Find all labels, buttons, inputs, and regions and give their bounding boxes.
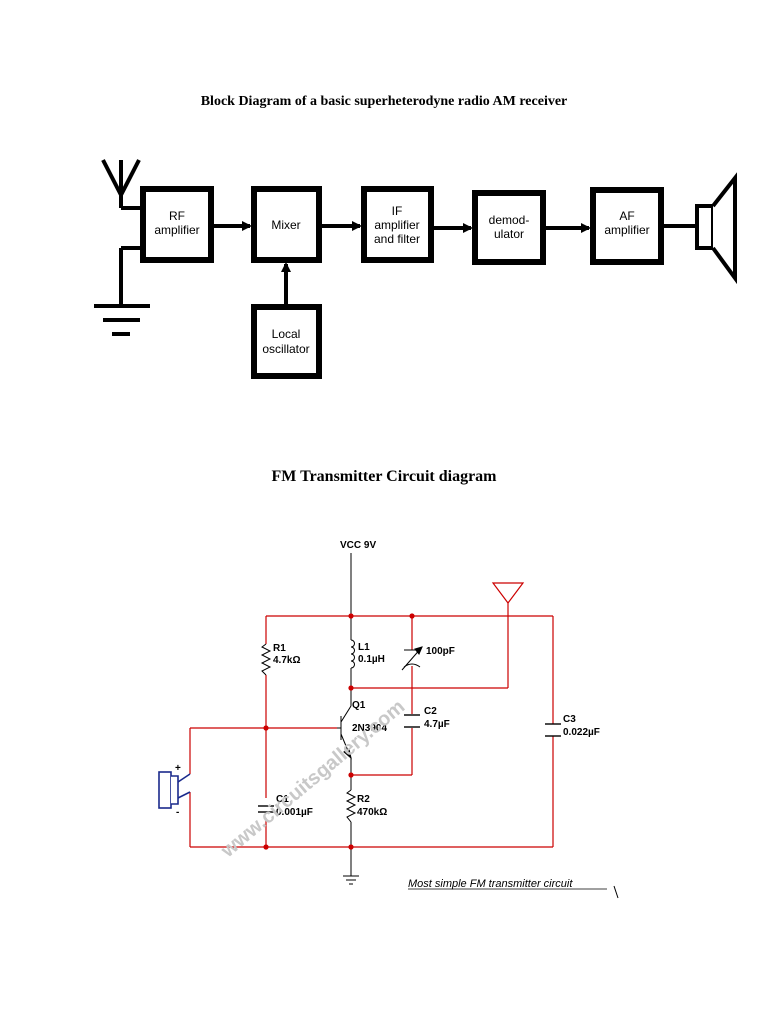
- c1-name: C1: [276, 794, 289, 805]
- caption-tick-mark: [613, 885, 619, 899]
- c1-capacitor: [258, 805, 274, 813]
- block-diagram-title: Block Diagram of a basic superheterodyne…: [200, 94, 568, 109]
- af-line-2: amplifier: [604, 223, 649, 237]
- if-line-2: amplifier: [374, 218, 419, 232]
- r2-resistor: R2 470kΩ: [345, 789, 387, 823]
- svg-text:amplifier: amplifier: [374, 218, 419, 232]
- svg-text:and filter: and filter: [374, 232, 420, 246]
- fm-circuit-title: FM Transmitter Circuit diagram: [271, 468, 497, 485]
- ground-symbol: [94, 246, 150, 336]
- q1-part: 2N3904: [352, 723, 387, 734]
- variable-capacitor: [401, 646, 423, 671]
- antenna-symbol: [101, 159, 143, 210]
- fm-circuit: VCC 9V: [158, 540, 619, 899]
- r1-name: R1: [273, 643, 286, 654]
- c2-value: 4.7µF: [424, 719, 450, 730]
- c2-capacitor: [404, 714, 420, 728]
- r2-name: R2: [357, 794, 370, 805]
- if-amplifier-block: IF amplifier and filter: [361, 186, 434, 263]
- mixer-line-1: Mixer: [271, 218, 300, 232]
- rf-line-2: amplifier: [154, 223, 199, 237]
- lo-line-2: oscillator: [262, 342, 309, 356]
- svg-text:Mixer: Mixer: [271, 218, 300, 232]
- c3-capacitor: [545, 723, 561, 737]
- if-line-1: IF: [392, 204, 403, 218]
- demod-line-2: ulator: [494, 227, 524, 241]
- c3-value: 0.022µF: [563, 727, 600, 738]
- rf-amplifier-block: RF amplifier: [140, 186, 214, 263]
- svg-text:AF: AF: [619, 209, 634, 223]
- junction-dots: [263, 613, 415, 850]
- af-amplifier-block: AF amplifier: [590, 187, 664, 265]
- svg-text:IF: IF: [392, 204, 403, 218]
- mic-plus-label: +: [175, 763, 181, 774]
- rf-line-1: RF: [169, 209, 185, 223]
- svg-text:Local: Local: [272, 327, 301, 341]
- r2-value: 470kΩ: [357, 807, 387, 818]
- if-line-3: and filter: [374, 232, 420, 246]
- demod-line-1: demod-: [489, 213, 530, 227]
- c3-name: C3: [563, 714, 576, 725]
- local-oscillator-block: Local oscillator: [251, 304, 322, 379]
- c2-name: C2: [424, 706, 437, 717]
- l1-value: 0.1µH: [358, 654, 385, 665]
- svg-text:oscillator: oscillator: [262, 342, 309, 356]
- svg-text:RF: RF: [169, 209, 185, 223]
- q1-transistor: [337, 705, 352, 760]
- circuit-caption: Most simple FM transmitter circuit: [408, 878, 573, 890]
- lo-line-1: Local: [272, 327, 301, 341]
- mixer-block: Mixer: [251, 186, 322, 263]
- r1-resistor: R1 4.7kΩ: [260, 643, 300, 676]
- signal-arrows: [214, 221, 697, 304]
- vc-value: 100pF: [426, 646, 455, 657]
- fm-antenna-icon: [491, 582, 525, 604]
- microphone-icon: [158, 771, 191, 809]
- supply-ground-lines: [343, 553, 359, 885]
- svg-text:amplifier: amplifier: [604, 223, 649, 237]
- r1-value: 4.7kΩ: [273, 655, 300, 666]
- demodulator-block: demod- ulator: [472, 190, 546, 265]
- mic-minus-label: -: [176, 807, 179, 818]
- l1-name: L1: [358, 642, 370, 653]
- af-line-1: AF: [619, 209, 634, 223]
- q1-name: Q1: [352, 700, 366, 711]
- watermark-text: www.circuitsgallery.com: [216, 696, 409, 863]
- svg-text:demod-: demod-: [489, 213, 530, 227]
- speaker-icon: [695, 172, 737, 285]
- svg-text:ulator: ulator: [494, 227, 524, 241]
- c1-value: 0.001µF: [276, 807, 313, 818]
- l1-inductor: L1 0.1µH: [350, 639, 385, 669]
- vcc-label: VCC 9V: [340, 540, 376, 551]
- svg-text:amplifier: amplifier: [154, 223, 199, 237]
- block-diagram: RF amplifier Mixer IF amplifier and filt…: [94, 159, 737, 379]
